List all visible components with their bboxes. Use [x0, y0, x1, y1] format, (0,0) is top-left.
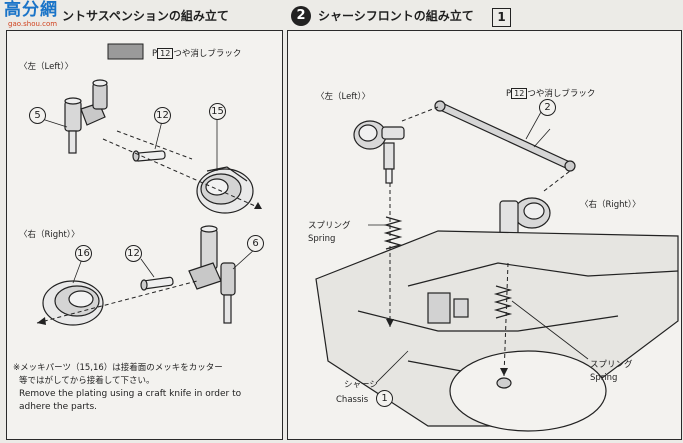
right-side-label: 〈右（Right）〉 — [19, 230, 80, 240]
paint-code: 12 — [157, 48, 174, 59]
part-15-marker: 15 — [209, 103, 226, 120]
part-12-marker-upper: 12 — [154, 107, 171, 124]
chassis-label-jp: シャーシ — [344, 380, 378, 390]
note-english-line2: adhere the parts. — [19, 402, 98, 412]
front-suspension-illustration — [36, 43, 263, 326]
part-1-marker: 1 — [376, 390, 393, 407]
note-japanese-line2: 等ではがしてから接着して下さい。 — [19, 376, 155, 386]
left-side-label-right: 〈左（Left）〉 — [316, 92, 371, 102]
step-number-badge: 2 — [291, 6, 311, 26]
part-2-marker: 2 — [539, 99, 556, 116]
part-6-marker: 6 — [247, 235, 264, 252]
right-panel-title: シャーシフロントの組み立て — [318, 9, 474, 23]
spring-label-bottom-en: Spring — [590, 373, 618, 383]
part-5-marker: 5 — [29, 107, 46, 124]
right-side-label-right: 〈右（Right）〉 — [580, 200, 641, 210]
spring-label-top-jp: スプリング — [308, 221, 351, 231]
chassis-label-en: Chassis — [336, 395, 369, 405]
site-logo-url: gao.shou.com — [8, 20, 58, 28]
left-side-label: 〈左（Left）〉 — [19, 62, 74, 72]
part-12-marker-lower: 12 — [125, 245, 142, 262]
chassis-front-illustration — [315, 100, 679, 432]
spring-label-top-en: Spring — [308, 234, 336, 244]
paint-code-right: 12 — [511, 88, 528, 99]
reference-step-box: 1 — [492, 8, 511, 27]
spring-label-bottom-jp: スプリング — [590, 360, 633, 370]
part-16-marker: 16 — [75, 245, 92, 262]
paint-label-right: つや消しブラック — [527, 89, 596, 99]
note-english-line1: Remove the plating using a craft knife i… — [19, 389, 242, 399]
left-panel-title: ントサスペンションの組み立て — [62, 9, 229, 23]
paint-prefix: P — [152, 49, 158, 59]
paint-label: つや消しブラック — [173, 49, 242, 59]
paint-prefix-right: P — [506, 89, 512, 99]
note-japanese-line1: ※メッキパーツ（15,16）は接着面のメッキをカッター — [13, 363, 223, 373]
site-logo: 高分網 — [4, 0, 58, 20]
